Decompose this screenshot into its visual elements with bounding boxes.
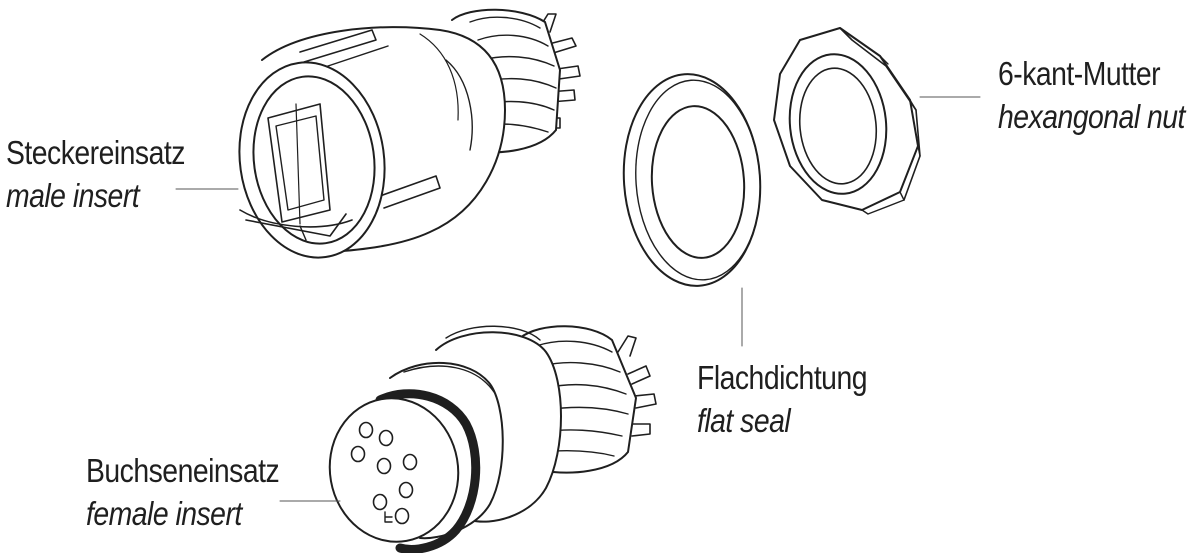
male-insert-label: Steckereinsatz male insert [6, 136, 214, 212]
female-socket-holes [350, 421, 418, 525]
male-insert-label-de: Steckereinsatz [6, 134, 185, 171]
nut-bore-outer [788, 53, 888, 195]
female-o-ring [375, 389, 481, 554]
female-insert-label-de: Buchseneinsatz [86, 452, 280, 489]
hex-nut-drawing [773, 27, 921, 215]
flat-seal-label: Flachdichtung flat seal [697, 361, 895, 437]
hex-nut-label: 6-kant-Mutter hexangonal nut [998, 57, 1200, 133]
hex-nut-label-en: hexangonal nut [998, 98, 1185, 135]
leader-lines [175, 96, 981, 502]
male-insert-drawing [238, 8, 581, 259]
seal-inner [650, 105, 746, 259]
female-insert-label-en: female insert [86, 495, 242, 532]
nut-bore-inner [798, 67, 878, 185]
flat-seal-label-en: flat seal [697, 402, 791, 439]
female-insert-label: Buchseneinsatz female insert [86, 454, 311, 530]
hex-nut-label-de: 6-kant-Mutter [998, 55, 1161, 92]
flat-seal-label-de: Flachdichtung [697, 359, 868, 396]
male-insert-label-en: male insert [6, 177, 140, 214]
flat-seal-drawing [622, 73, 762, 287]
female-insert-pins [617, 335, 657, 437]
female-insert-drawing [328, 325, 657, 554]
